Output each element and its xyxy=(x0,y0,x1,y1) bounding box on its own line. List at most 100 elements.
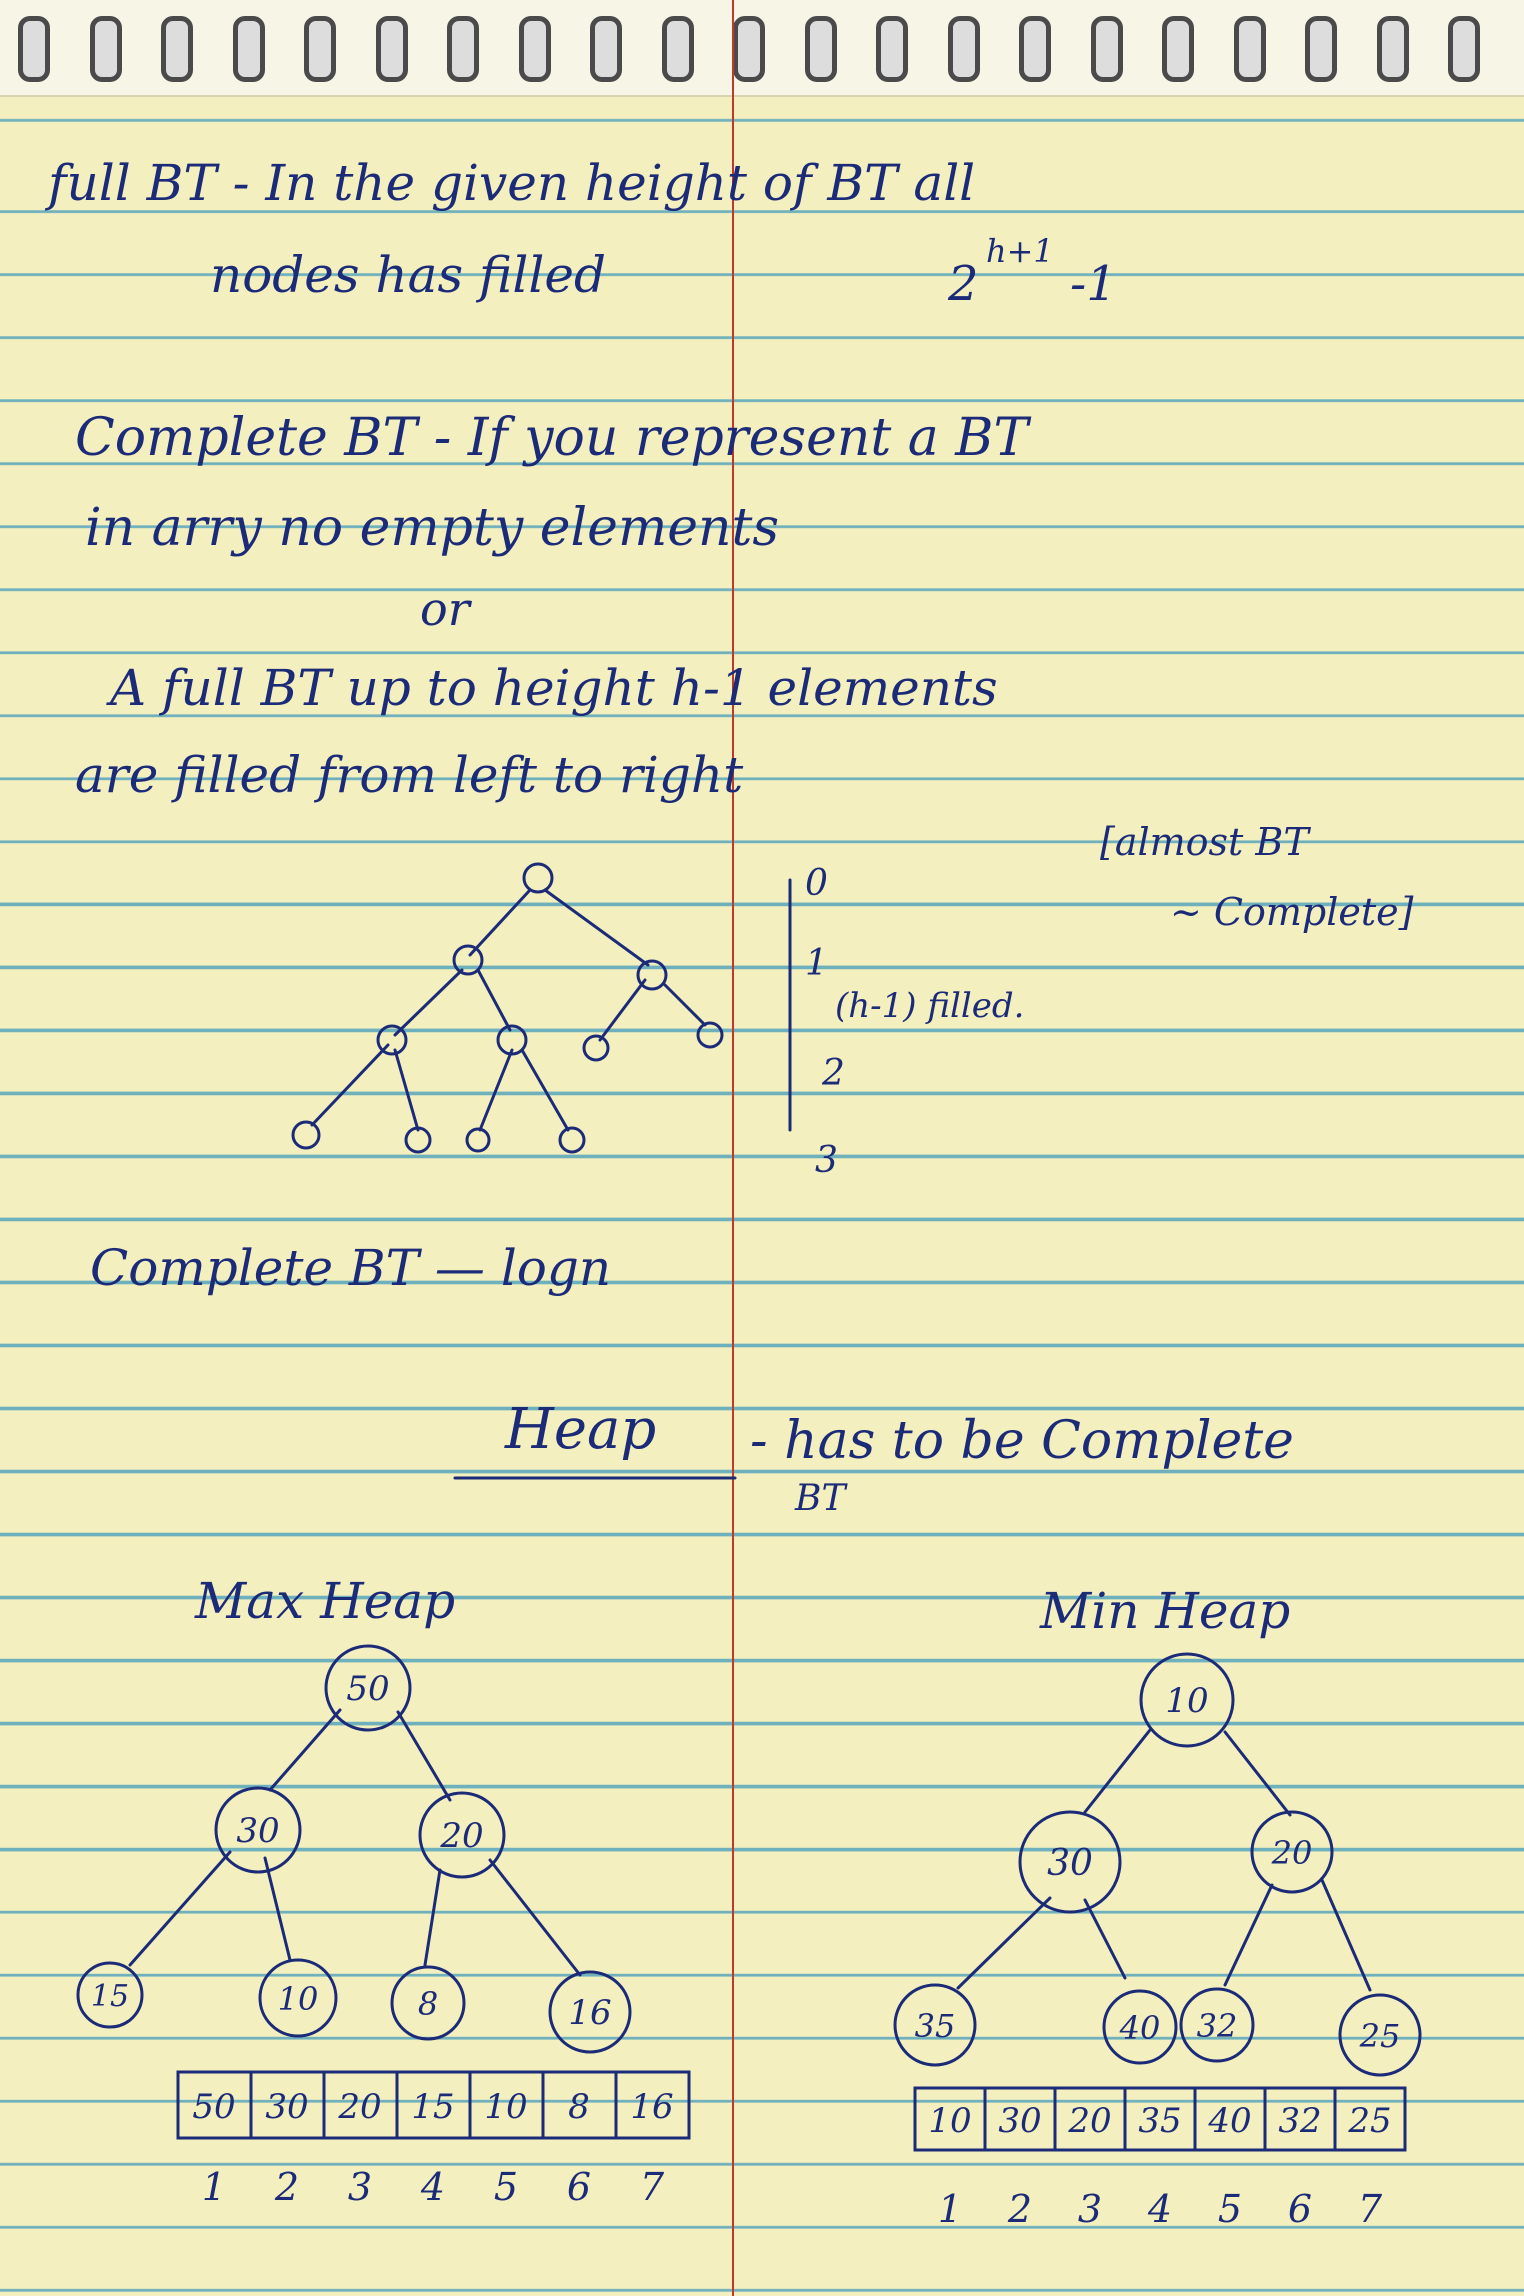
heap-desc: - has to be Complete xyxy=(750,1411,1294,1471)
min-heap-index: 5 xyxy=(1218,2187,1242,2231)
spiral-ring xyxy=(733,16,765,82)
complete-bt-line3: A full BT up to height h-1 elements xyxy=(106,659,998,717)
min-heap-array-cell: 20 xyxy=(1067,2101,1111,2141)
max-heap-array: 50 30 20 15 10 8 16 1 2 3 4 5 6 7 xyxy=(176,2070,691,2209)
max-heap-node-2-label: 30 xyxy=(236,1811,279,1851)
heap-desc-bt: BT xyxy=(794,1478,848,1519)
level-3: 3 xyxy=(815,1140,838,1181)
spiral-ring xyxy=(1376,16,1409,82)
min-heap-index: 3 xyxy=(1078,2187,1102,2231)
min-heap-node-6-label: 32 xyxy=(1197,2007,1238,2045)
level-note: (h-1) filled. xyxy=(835,986,1024,1026)
max-heap-node-3 xyxy=(418,1791,506,1879)
heap-title: Heap xyxy=(504,1397,656,1462)
max-heap-array-cell: 8 xyxy=(568,2087,590,2127)
spiral-ring xyxy=(161,16,193,82)
max-heap-node-7-label: 16 xyxy=(568,1993,611,2033)
bt-node xyxy=(558,1126,586,1154)
spiral-ring xyxy=(1090,16,1123,82)
spiral-ring xyxy=(661,16,694,82)
min-heap-index: 2 xyxy=(1007,2187,1032,2231)
max-heap-array-cell: 16 xyxy=(630,2087,673,2127)
bt-node xyxy=(376,1024,408,1056)
min-heap-node-6 xyxy=(1179,1987,1255,2063)
bt-node xyxy=(636,959,668,991)
bt-node xyxy=(465,1127,491,1153)
spiral-ring xyxy=(590,16,622,82)
bt-node xyxy=(291,1120,321,1150)
spiral-ring xyxy=(232,16,265,82)
bt-node xyxy=(522,862,554,894)
max-heap-node-4-label: 15 xyxy=(91,1979,129,2014)
max-heap-index: 4 xyxy=(420,2165,445,2209)
min-heap-array: 10 30 20 35 40 32 25 1 2 3 4 5 6 7 xyxy=(913,2086,1407,2231)
min-heap-node-2-label: 30 xyxy=(1047,1843,1093,1884)
min-heap-array-cell: 25 xyxy=(1347,2101,1391,2141)
aside-almost-bt: [almost BT xyxy=(1100,820,1311,864)
min-heap-array-cell: 32 xyxy=(1278,2101,1321,2141)
aside-complete: ~ Complete] xyxy=(1170,890,1414,934)
max-heap-node-5 xyxy=(258,1958,338,2038)
spiral-ring xyxy=(18,16,50,82)
min-heap-index: 7 xyxy=(1358,2187,1383,2231)
max-heap-node-3-label: 20 xyxy=(439,1816,483,1856)
max-heap-index: 6 xyxy=(567,2165,591,2209)
min-heap-node-5-label: 40 xyxy=(1119,2009,1161,2047)
complete-bt-line4: are filled from left to right xyxy=(75,746,744,804)
bt-node xyxy=(696,1021,724,1049)
min-heap-array-cell: 40 xyxy=(1207,2101,1251,2141)
min-heap-node-3 xyxy=(1250,1810,1334,1894)
min-heap-node-4 xyxy=(893,1983,977,2067)
max-heap-array-cell: 20 xyxy=(337,2087,381,2127)
complexity-text: Complete BT — logn xyxy=(90,1239,611,1297)
max-heap-index: 3 xyxy=(348,2165,372,2209)
level-1: 1 xyxy=(805,943,828,984)
max-heap-node-7 xyxy=(548,1970,632,2054)
spiral-ring xyxy=(1233,16,1266,82)
spiral-ring xyxy=(947,16,980,82)
min-heap-index: 6 xyxy=(1288,2187,1312,2231)
min-heap-node-2 xyxy=(1018,1810,1122,1914)
max-heap-array-cell: 50 xyxy=(192,2087,235,2127)
full-bt-line1: full BT - In the given height of BT all xyxy=(44,154,975,212)
spiral-ring xyxy=(1305,16,1337,82)
level-0: 0 xyxy=(805,863,828,904)
min-heap-node-1 xyxy=(1139,1652,1235,1748)
bt-node xyxy=(452,944,484,976)
min-heap-array-cell: 35 xyxy=(1138,2101,1181,2141)
min-heap-title: Min Heap xyxy=(1039,1582,1290,1640)
bt-node xyxy=(404,1126,432,1154)
max-heap-node-2 xyxy=(214,1786,302,1874)
complete-bt-diagram xyxy=(291,862,724,1154)
spiral-binding xyxy=(0,0,1524,97)
full-bt-line2: nodes has filled xyxy=(210,246,606,304)
max-heap-index: 5 xyxy=(494,2165,518,2209)
max-heap-index: 1 xyxy=(202,2165,226,2209)
spiral-ring xyxy=(804,16,837,82)
min-heap-array-cell: 30 xyxy=(998,2101,1041,2141)
min-heap-tree: 10 30 20 35 40 32 25 xyxy=(893,1652,1422,2077)
formula-exponent: h+1 xyxy=(986,232,1054,270)
spiral-ring xyxy=(1448,16,1480,82)
max-heap-array-cell: 15 xyxy=(411,2087,454,2127)
spiral-ring xyxy=(1162,16,1194,82)
spiral-ring xyxy=(304,16,336,82)
max-heap-index: 7 xyxy=(640,2165,665,2209)
max-heap-node-1-label: 50 xyxy=(346,1669,389,1709)
formula-base: 2 xyxy=(947,256,979,312)
max-heap-array-cell: 10 xyxy=(484,2087,527,2127)
level-2: 2 xyxy=(821,1053,845,1094)
min-heap-node-1-label: 10 xyxy=(1165,1681,1208,1721)
spiral-ring xyxy=(518,16,551,82)
max-heap-node-6-label: 8 xyxy=(418,1985,438,2023)
spiral-ring xyxy=(876,16,908,82)
min-heap-node-5 xyxy=(1102,1989,1178,2065)
max-heap-node-5-label: 10 xyxy=(278,1980,319,2018)
min-heap-node-7 xyxy=(1338,1993,1422,2077)
complete-bt-line1: Complete BT - If you represent a BT xyxy=(75,408,1032,468)
min-heap-node-4-label: 35 xyxy=(915,2007,956,2045)
min-heap-node-7-label: 25 xyxy=(1359,2017,1401,2055)
max-heap-title: Max Heap xyxy=(194,1572,455,1630)
